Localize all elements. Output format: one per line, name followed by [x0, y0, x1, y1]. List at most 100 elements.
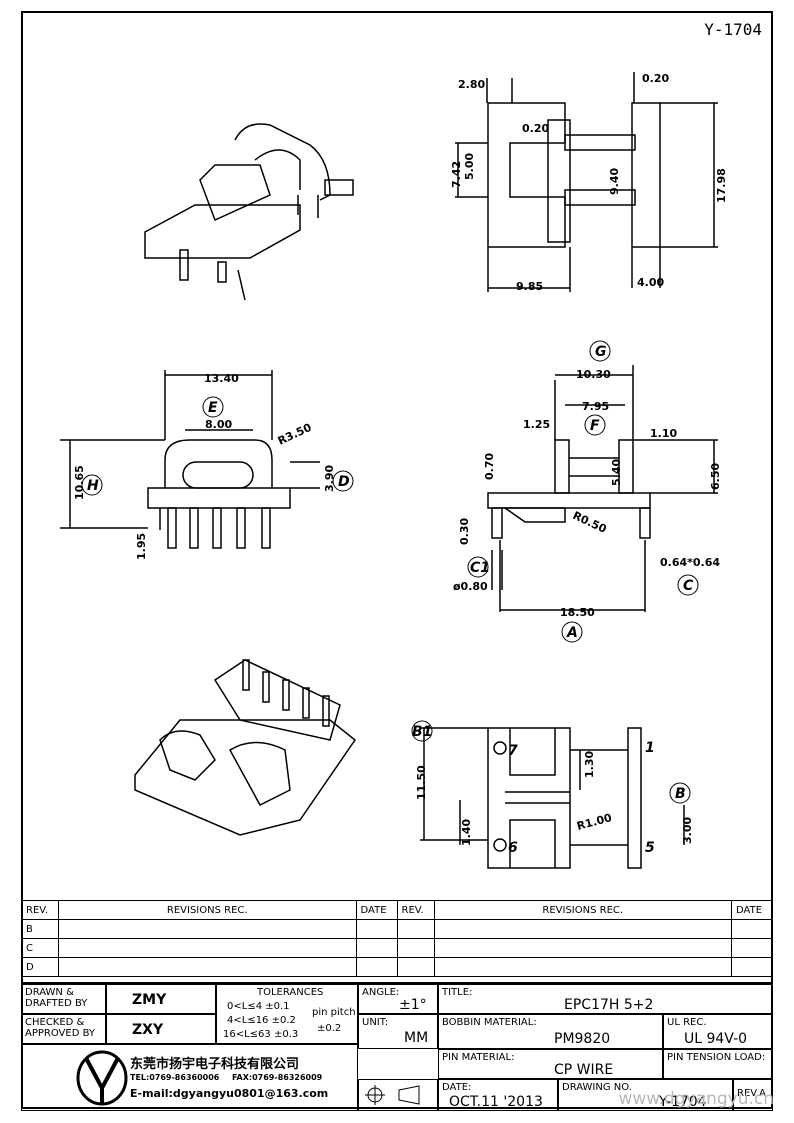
dim-side-1030: 10.30	[576, 368, 611, 381]
rev-row-b: B	[21, 919, 59, 939]
drawn-label: DRAWN & DRAFTED BY	[25, 987, 88, 1009]
checked-value: ZXY	[132, 1022, 164, 1038]
revisions-header-2: REVISIONS REC.	[433, 900, 732, 920]
dwg-label: DRAWING NO.	[562, 1082, 632, 1093]
date-label: DATE:	[442, 1082, 472, 1093]
label-b: B	[675, 786, 686, 802]
dim-side-540: 5.40	[610, 459, 623, 486]
dim-front-1340: 13.40	[204, 372, 239, 385]
tension-label: PIN TENSION LOAD:	[667, 1052, 766, 1063]
dim-side-070: 0.70	[483, 453, 496, 480]
dim-bottom-130: 1.30	[583, 751, 596, 778]
dim-side-125: 1.25	[523, 418, 550, 431]
pin-value: CP WIRE	[554, 1062, 614, 1078]
drawn-value: ZMY	[132, 992, 167, 1008]
title-label: TITLE:	[442, 987, 473, 998]
ul-value: UL 94V-0	[684, 1031, 748, 1047]
rev-header: REV.	[21, 900, 59, 920]
dim-front-800: 8.00	[205, 418, 232, 431]
dim-top-400: 4.00	[637, 276, 664, 289]
company-fax: FAX:0769-86326009	[232, 1073, 323, 1082]
checked-label: CHECKED & APPROVED BY	[25, 1017, 96, 1039]
tolerances-label: TOLERANCES	[257, 987, 324, 998]
label-d: D	[338, 474, 350, 490]
company-logo	[76, 1050, 128, 1106]
dim-side-110: 1.10	[650, 427, 677, 440]
dim-side-r050: R0.50	[571, 509, 609, 536]
bottom-view	[420, 727, 685, 869]
dim-top-020b: 0.20	[522, 122, 549, 135]
dim-side-030: 0.30	[458, 518, 471, 545]
dim-front-195: 1.95	[135, 533, 148, 560]
revisions-header: REVISIONS REC.	[58, 900, 357, 920]
dim-side-795: 7.95	[582, 400, 609, 413]
company-email: E-mail:dgyangyu0801@163.com	[130, 1087, 329, 1100]
dim-top-1798: 17.98	[715, 168, 728, 203]
ul-label: UL REC.	[667, 1017, 707, 1028]
pin-5: 5	[645, 840, 655, 856]
projection-symbol	[358, 1079, 438, 1111]
pin-pitch-value: ±0.2	[317, 1023, 342, 1034]
dim-side-dia: ø0.80	[453, 580, 488, 593]
label-c1: C1	[470, 560, 490, 576]
watermark: www.dgyangyu.cn	[618, 1089, 774, 1109]
dim-top-280: 2.80	[458, 78, 485, 91]
dim-front-1065: 10.65	[73, 465, 86, 500]
angle-value: ±1°	[399, 997, 427, 1013]
tol-2: 4<L≤16 ±0.2	[227, 1015, 296, 1026]
dim-side-pin: 0.64*0.64	[660, 556, 720, 569]
pin-6: 6	[508, 840, 518, 856]
unit-value: MM	[404, 1030, 429, 1046]
dim-front-r350: R3.50	[276, 421, 314, 448]
front-view	[60, 370, 320, 549]
company-block: 东莞市扬宇电子科技有限公司 TEL:0769-86360006 FAX:0769…	[21, 1044, 358, 1111]
pin-1: 1	[645, 740, 655, 756]
rev-row-d: D	[21, 957, 59, 977]
dim-front-390: 3.90	[323, 465, 336, 492]
label-c: C	[683, 578, 694, 594]
dim-top-500: 5.00	[463, 153, 476, 180]
pin-label: PIN MATERIAL:	[442, 1052, 515, 1063]
dim-top-985: 9.85	[516, 280, 543, 293]
iso-view-bottom	[134, 659, 357, 836]
date-value: OCT.11 '2013	[449, 1094, 543, 1110]
bobbin-value: PM9820	[554, 1031, 611, 1047]
date-header: DATE	[355, 900, 398, 920]
label-h: H	[87, 478, 99, 494]
tol-3: 16<L≤63 ±0.3	[223, 1029, 299, 1040]
iso-view-top	[144, 123, 354, 301]
drawing-code: Y-1704	[704, 20, 762, 39]
dim-bottom-1150: 11.50	[415, 765, 428, 800]
side-view	[487, 365, 718, 612]
unit-label: UNIT:	[362, 1017, 389, 1028]
dwg-value: Y-1704	[659, 1094, 707, 1110]
bobbin-label: BOBBIN MATERIAL:	[442, 1017, 537, 1028]
dim-bottom-300: 3.00	[681, 817, 694, 844]
dim-side-1850: 18.50	[560, 606, 595, 619]
rev-row-c: C	[21, 938, 59, 958]
dim-top-940: 9.40	[608, 168, 621, 195]
top-view	[455, 72, 718, 292]
company-name: 东莞市扬宇电子科技有限公司	[130, 1057, 300, 1072]
title-block: DRAWN & DRAFTED BY ZMY CHECKED & APPROVE…	[21, 982, 773, 1111]
label-a: A	[566, 625, 578, 641]
company-tel: TEL:0769-86360006	[130, 1073, 220, 1082]
title-value: EPC17H 5+2	[564, 997, 654, 1013]
dim-side-650: 6.50	[709, 463, 722, 490]
dim-bottom-r100: R1.00	[575, 811, 613, 833]
date-header-2: DATE	[731, 900, 773, 920]
rev-header-2: REV.	[396, 900, 435, 920]
dim-bottom-140: 1.40	[460, 819, 473, 846]
pin-pitch-label: pin pitch	[312, 1007, 356, 1018]
dim-top-020a: 0.20	[642, 72, 669, 85]
label-f: F	[590, 418, 600, 434]
label-e: E	[208, 400, 218, 416]
tol-1: 0<L≤4 ±0.1	[227, 1001, 290, 1012]
rev-a: REV.A	[737, 1088, 766, 1099]
revision-table: REV. REVISIONS REC. DATE REV. REVISIONS …	[21, 900, 773, 977]
label-b1: B1	[412, 724, 432, 740]
dim-top-742: 7.42	[450, 161, 463, 188]
angle-label: ANGLE:	[362, 987, 400, 998]
label-g: G	[595, 344, 607, 360]
drawing-frame	[21, 11, 773, 1109]
